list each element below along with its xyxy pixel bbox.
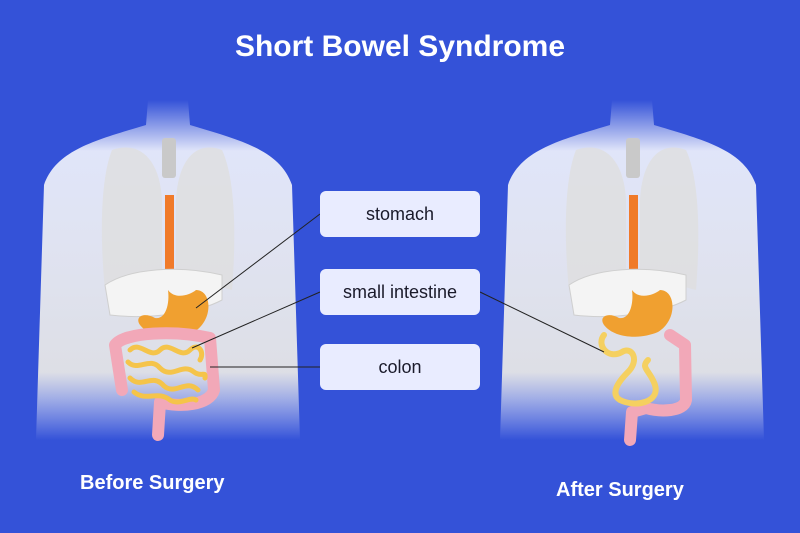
caption-after-surgery: After Surgery xyxy=(556,479,684,501)
stomach-after xyxy=(602,290,673,337)
label-colon: colon xyxy=(320,344,480,390)
leader-line-small-intestine-left xyxy=(191,291,321,349)
label-stomach: stomach xyxy=(320,191,480,237)
label-small-intestine: small intestine xyxy=(320,269,480,315)
torso-before xyxy=(36,100,300,441)
leader-lines xyxy=(191,213,605,368)
small-intestine-after xyxy=(598,332,659,407)
small-intestine-before xyxy=(125,344,208,405)
leader-line-stomach xyxy=(195,213,321,309)
leader-line-small-intestine-right xyxy=(479,291,605,353)
stomach-before xyxy=(138,290,209,337)
diagram-title: Short Bowel Syndrome xyxy=(234,30,566,63)
colon-after xyxy=(624,329,692,446)
caption-before-surgery: Before Surgery xyxy=(80,472,225,494)
colon-before xyxy=(109,327,220,441)
torso-after xyxy=(500,100,764,446)
